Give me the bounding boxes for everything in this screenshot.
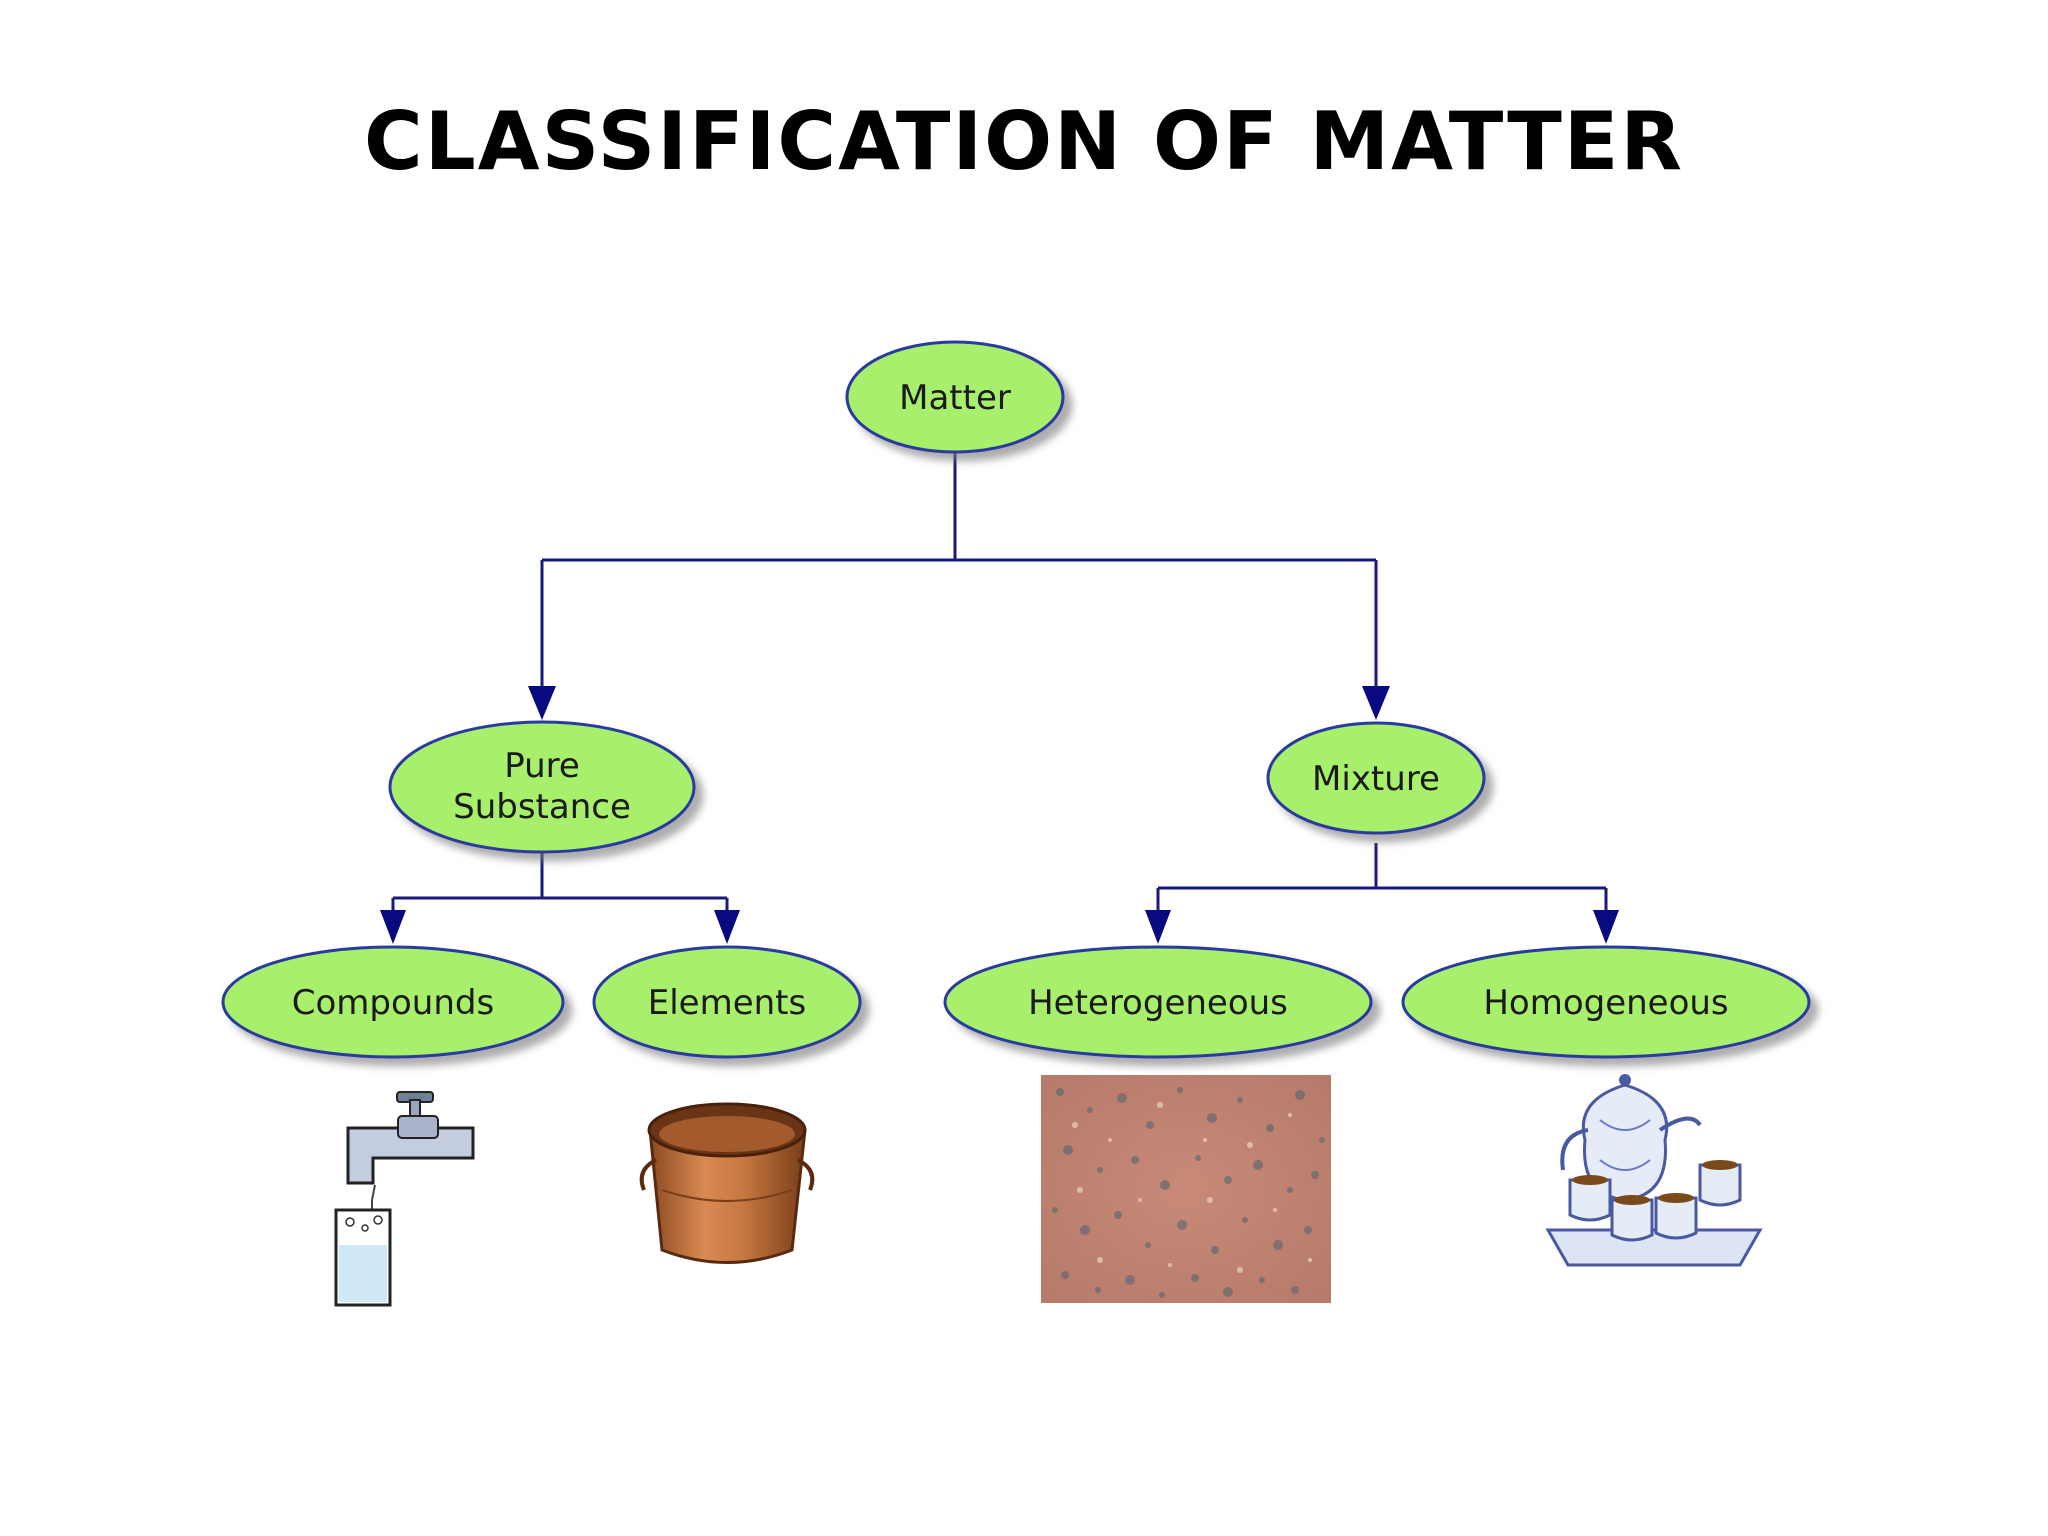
node-heterogeneous: Heterogeneous	[943, 945, 1373, 1059]
node-homogeneous-label: Homogeneous	[1483, 983, 1728, 1023]
arrowhead-mixture	[1362, 686, 1390, 720]
node-homogeneous: Homogeneous	[1401, 945, 1811, 1059]
granite-texture-icon	[1041, 1075, 1331, 1303]
node-mixture-label: Mixture	[1312, 759, 1440, 799]
node-mixture: Mixture	[1266, 721, 1486, 835]
water-faucet-glass-icon	[334, 1091, 475, 1307]
node-heterogeneous-label: Heterogeneous	[1028, 983, 1288, 1023]
node-matter: Matter	[845, 340, 1065, 454]
node-compounds: Compounds	[221, 945, 565, 1059]
node-pure-substance-label-line2: Substance	[453, 787, 631, 827]
node-pure-substance: Pure Substance	[388, 720, 696, 854]
node-elements-label: Elements	[648, 983, 806, 1023]
arrowhead-compounds	[380, 910, 406, 944]
arrowhead-homogeneous	[1593, 910, 1619, 944]
arrowhead-pure	[528, 686, 556, 720]
node-compounds-label: Compounds	[292, 983, 494, 1023]
arrowheads	[380, 686, 1619, 944]
node-elements: Elements	[592, 945, 862, 1059]
arrowhead-elements	[714, 910, 740, 944]
porcelain-tea-set-icon	[1545, 1074, 1763, 1267]
node-matter-label: Matter	[899, 378, 1011, 418]
copper-bucket-icon	[639, 1102, 815, 1264]
node-pure-substance-label-line1: Pure	[504, 746, 580, 786]
page-title: CLASSIFICATION OF MATTER	[363, 95, 1685, 188]
arrowhead-heterogeneous	[1145, 910, 1171, 944]
